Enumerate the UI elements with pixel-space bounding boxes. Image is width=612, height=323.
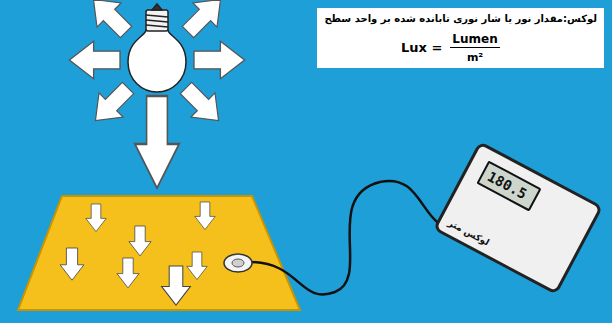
- light-bulb: [128, 4, 186, 92]
- device-label: لوکس متر: [447, 218, 491, 248]
- incident-arrows: [60, 202, 215, 305]
- sensor-cable: [250, 181, 458, 295]
- formula-denominator: m²: [467, 51, 483, 64]
- definition-box: لوکس:مقدار نور یا شار نوری تابانده شده ب…: [317, 8, 604, 68]
- definition-text: لوکس:مقدار نور یا شار نوری تابانده شده ب…: [324, 13, 597, 24]
- formula-lhs: Lux =: [401, 40, 442, 55]
- formula-numerator: Lumen: [450, 32, 499, 48]
- light-rays: [69, 0, 244, 188]
- lux-meter: لوکس متر 180.5: [433, 141, 604, 295]
- meter-display: 180.5: [476, 160, 541, 211]
- lit-surface: [18, 196, 300, 310]
- display-reading: 180.5: [485, 168, 530, 202]
- light-sensor: [224, 254, 252, 272]
